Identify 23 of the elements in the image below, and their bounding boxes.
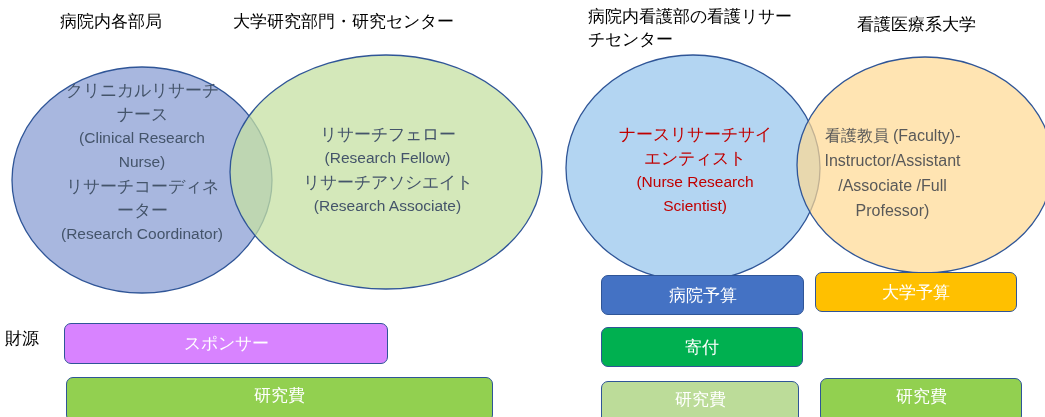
english-role-name: (Nurse Research Scientist) xyxy=(635,172,755,216)
group-heading: 大学研究部門・研究センター xyxy=(233,10,455,33)
role-name: リサーチコーディネーター xyxy=(64,175,220,222)
english-role-name: (Research Coordinator) xyxy=(61,224,223,244)
funding-bar: 病院予算 xyxy=(601,275,804,315)
role-name: リサーチアソシエイト xyxy=(302,171,473,194)
group-heading: 看護医療系大学 xyxy=(857,13,977,36)
role-name: リサーチフェロー xyxy=(319,123,456,146)
english-role-name: (Research Fellow) xyxy=(324,148,451,168)
funding-bar: 大学予算 xyxy=(815,272,1017,312)
group-heading: 病院内看護部の看護リサーチセンター xyxy=(588,5,793,51)
funding-bar: 研究費 xyxy=(66,377,493,417)
funding-bar: 研究費 xyxy=(601,381,799,417)
english-role-name: (Clinical Research Nurse) xyxy=(78,128,206,172)
funding-bar: スポンサー xyxy=(64,323,388,364)
funding-bar: 寄付 xyxy=(601,327,803,367)
funding-bar: 研究費 xyxy=(820,378,1022,417)
role-name: 看護教員 (Faculty)-Instructor/Assistant /Associate /Full Professor) xyxy=(823,126,962,221)
english-role-name: (Research Associate) xyxy=(313,196,462,216)
group-heading: 病院内各部局 xyxy=(60,10,163,33)
role-name: クリニカルリサーチナース xyxy=(64,79,220,126)
row-label: 財源 xyxy=(5,327,39,350)
role-name: ナースリサーチサイエンティスト xyxy=(617,123,773,170)
